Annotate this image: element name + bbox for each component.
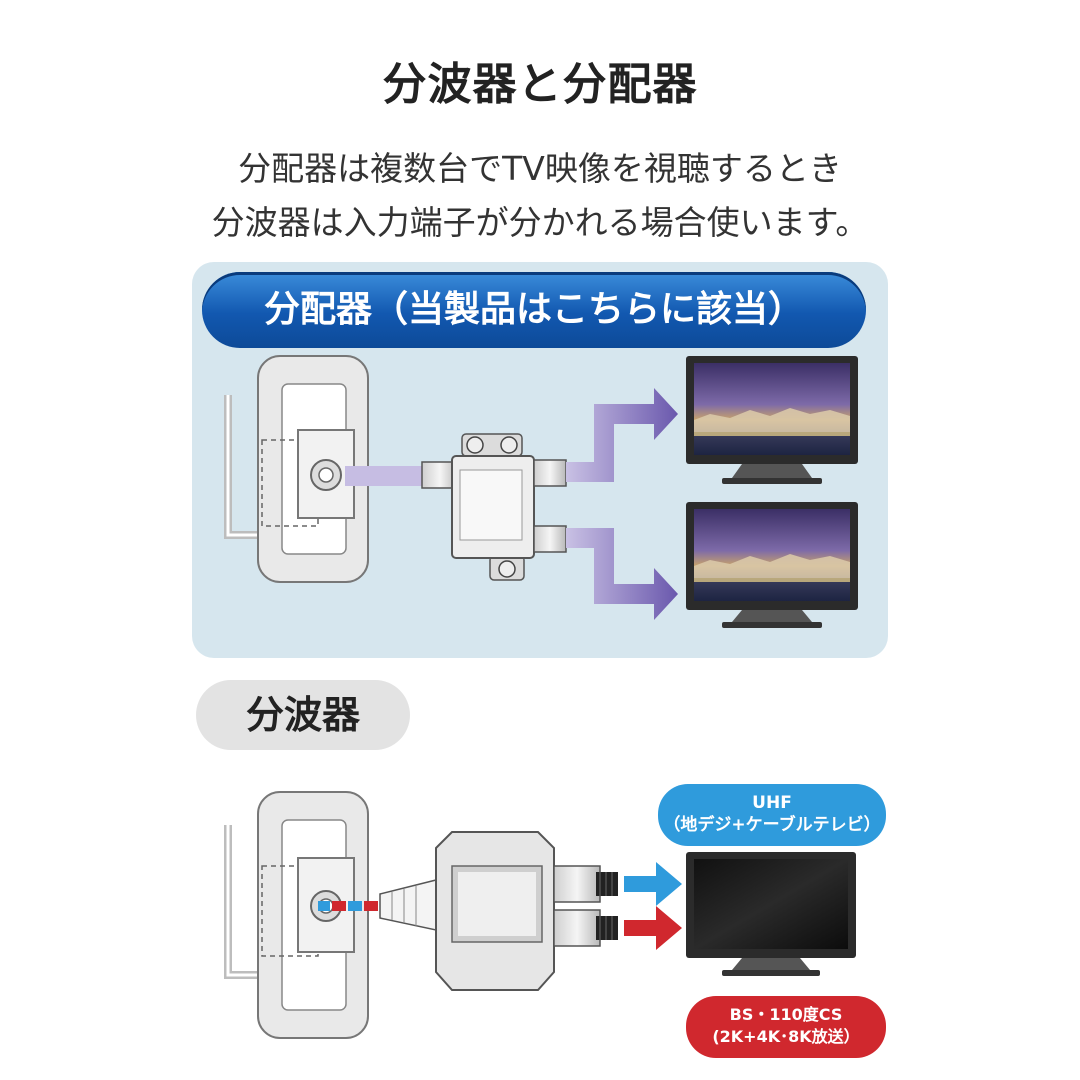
distributor-heading: 分配器（当製品はこちらに該当） <box>202 272 866 348</box>
bs-label-line-1: BS・110度CS <box>729 1005 843 1024</box>
bs-label: BS・110度CS (2K+4K･8K放送） <box>686 996 886 1058</box>
tv-middle <box>686 502 858 628</box>
description-line-1: 分配器は複数台でTV映像を視聴するとき <box>238 149 842 188</box>
distributor-device <box>421 433 567 581</box>
wall-outlet-top <box>224 355 369 583</box>
uhf-arrow <box>624 862 682 906</box>
splitter-device <box>435 831 618 991</box>
uhf-label-line-1: UHF <box>752 793 792 813</box>
page-title: 分波器と分配器 <box>382 59 698 110</box>
uhf-label-line-2: （地デジ+ケーブルテレビ） <box>663 815 881 835</box>
wall-outlet-bottom <box>224 791 369 1039</box>
description-line-2: 分波器は入力端子が分かれる場合使います。 <box>211 203 869 242</box>
mixed-signal-cable <box>318 879 437 931</box>
input-cable-top <box>345 466 425 486</box>
splitter-heading: 分波器 <box>196 680 410 750</box>
tv-top <box>686 356 858 484</box>
signal-arrow-up <box>566 388 678 482</box>
bs-label-line-2: (2K+4K･8K放送） <box>712 1027 860 1046</box>
bs-arrow <box>624 906 682 950</box>
tv-bottom <box>686 852 856 976</box>
signal-arrow-down <box>566 528 678 620</box>
uhf-label: UHF （地デジ+ケーブルテレビ） <box>658 784 886 846</box>
